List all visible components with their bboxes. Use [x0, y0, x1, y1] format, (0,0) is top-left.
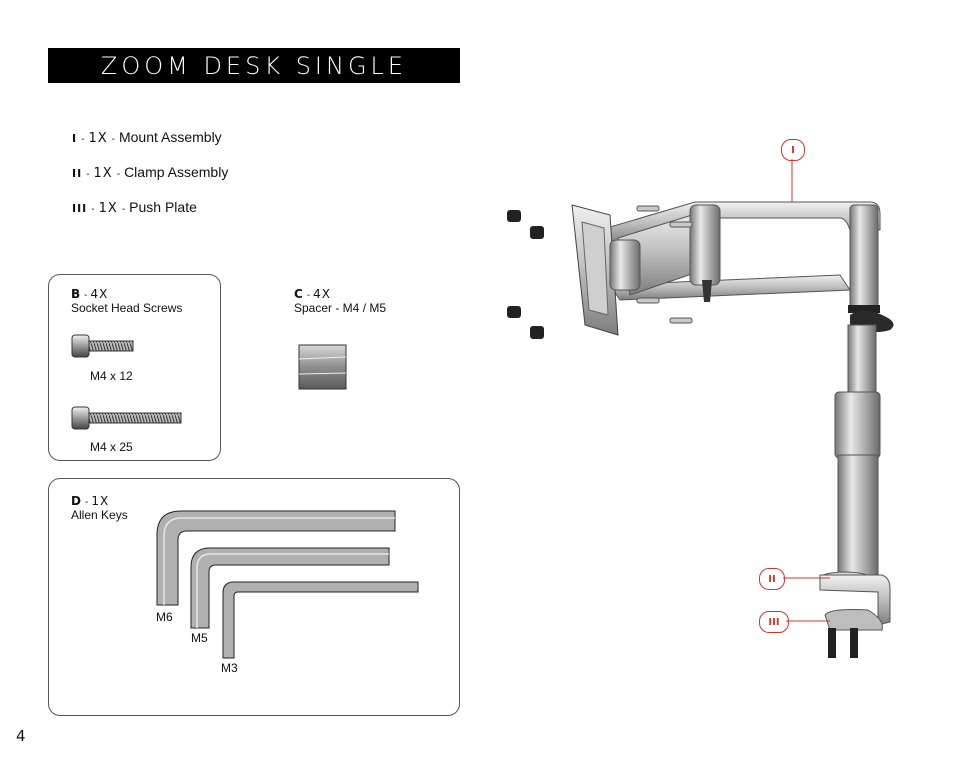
- hardware-letter: D: [71, 494, 82, 508]
- hardware-name: Socket Head Screws: [71, 301, 183, 315]
- part-line-mount-assembly: I-1X-Mount Assembly: [72, 129, 222, 146]
- monitor-arm-illustration: [507, 159, 894, 658]
- hardware-quantity: 4X: [90, 287, 109, 301]
- callout-badge: II: [759, 568, 785, 590]
- page-title: ZOOM DESK SINGLE: [48, 48, 460, 83]
- callout-label: II: [768, 573, 776, 585]
- spacer-illustration: [298, 344, 347, 390]
- hardware-box-allen-keys: [48, 478, 460, 716]
- hardware-header-c: C-4X: [294, 287, 332, 301]
- part-line-push-plate: III-1X-Push Plate: [72, 199, 197, 216]
- hardware-name: Spacer - M4 / M5: [294, 301, 387, 315]
- part-quantity: 1X: [98, 201, 118, 216]
- hardware-box-screws: [48, 274, 221, 461]
- part-number: III: [72, 202, 88, 215]
- screw-size-label: M4 x 25: [90, 440, 133, 454]
- screw-short-illustration: [71, 334, 134, 358]
- part-quantity: 1X: [93, 166, 113, 181]
- page-number: 4: [16, 727, 26, 745]
- allen-key-size-label: M6: [156, 610, 173, 624]
- hardware-header-d: D-1X: [71, 494, 110, 508]
- hardware-letter: C: [294, 287, 304, 301]
- hardware-quantity: 1X: [91, 494, 110, 508]
- allen-key-size-label: M5: [191, 631, 208, 645]
- part-number: II: [72, 167, 83, 180]
- screw-long-illustration: [71, 406, 182, 430]
- callout-label: III: [768, 616, 780, 628]
- part-name: Clamp Assembly: [124, 164, 229, 180]
- allen-keys-illustration: [156, 510, 419, 659]
- hardware-letter: B: [71, 287, 82, 301]
- allen-key-m3: [222, 581, 419, 659]
- part-name: Mount Assembly: [118, 129, 222, 145]
- allen-key-m6: [156, 510, 396, 606]
- callout-badge: I: [781, 139, 805, 161]
- hardware-name: Allen Keys: [71, 508, 128, 522]
- hardware-quantity: 4X: [313, 287, 332, 301]
- part-line-clamp-assembly: II-1X-Clamp Assembly: [72, 164, 229, 181]
- allen-key-size-label: M3: [221, 661, 238, 675]
- allen-key-m5: [190, 547, 390, 629]
- callout-label: I: [791, 144, 795, 156]
- callout-badge: III: [759, 611, 789, 633]
- hardware-header-b: B-4X: [71, 287, 109, 301]
- part-name: Push Plate: [129, 199, 197, 215]
- part-quantity: 1X: [88, 131, 108, 146]
- screw-size-label: M4 x 12: [90, 369, 133, 383]
- part-number: I: [72, 132, 78, 145]
